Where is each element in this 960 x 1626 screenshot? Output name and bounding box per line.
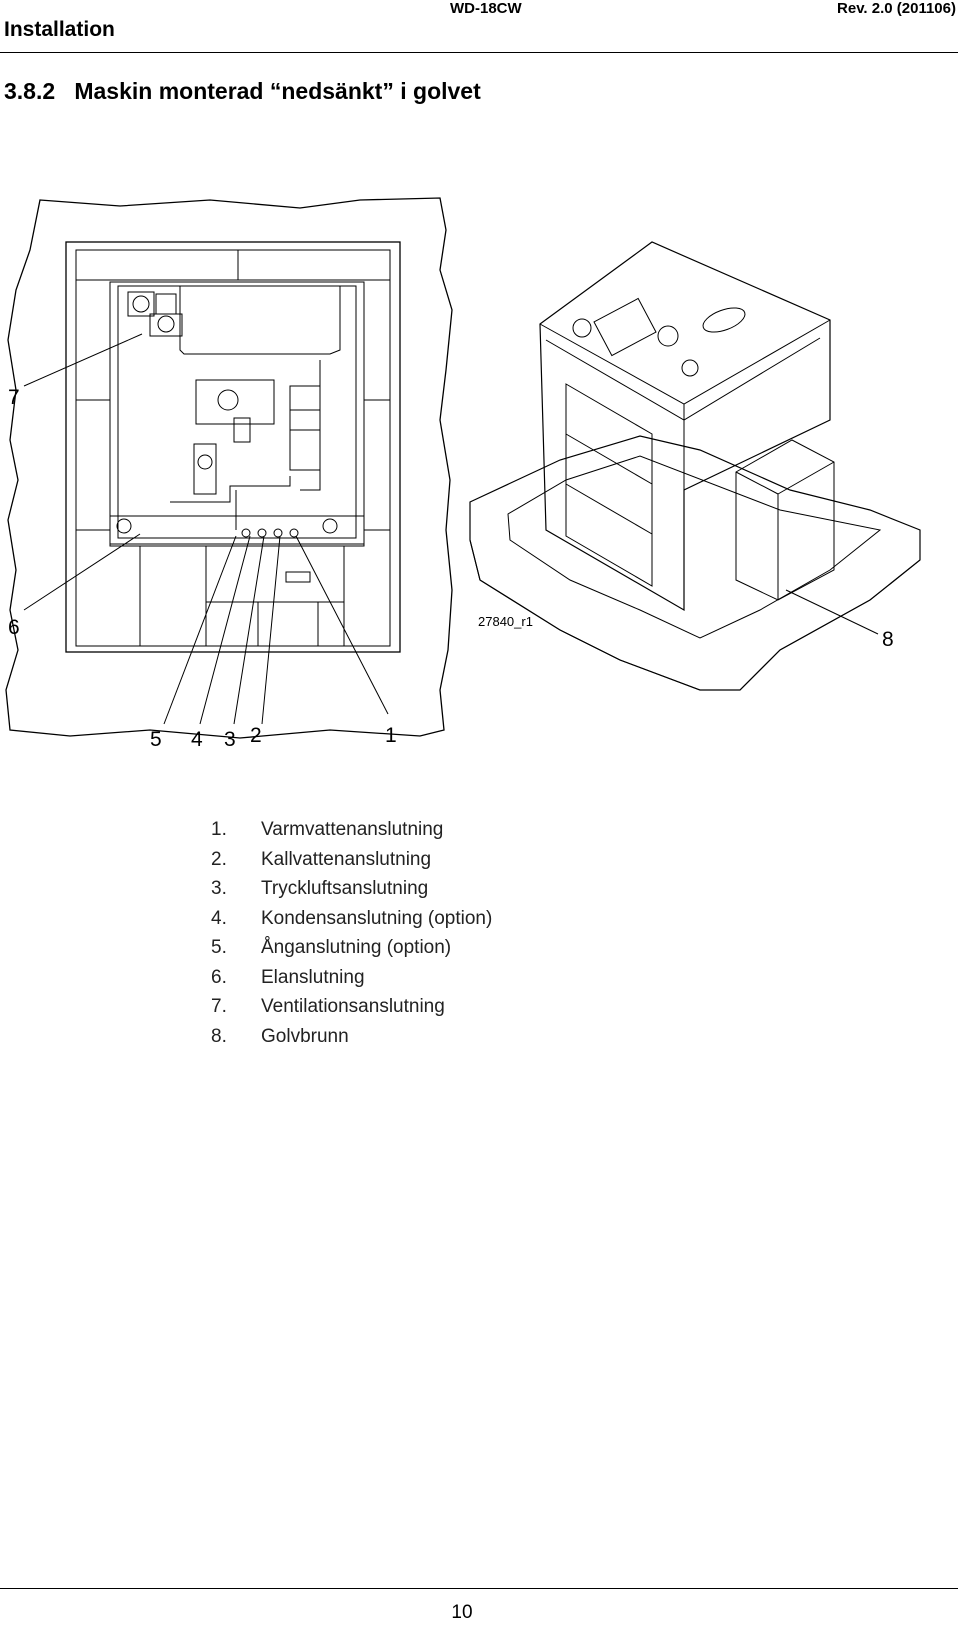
legend-number: 5.: [211, 937, 227, 958]
section-title: 3.8.2 Maskin monterad “nedsänkt” i golve…: [4, 78, 481, 104]
legend-number: 1.: [211, 819, 227, 840]
legend-list: 1. Varmvattenanslutning 2. Kallvattenans…: [211, 815, 492, 1051]
callout-6: 6: [8, 616, 20, 639]
legend-text: Ventilationsanslutning: [261, 996, 445, 1017]
legend-item: 7. Ventilationsanslutning: [211, 992, 492, 1022]
legend-item: 6. Elanslutning: [211, 963, 492, 993]
legend-item: 3. Tryckluftsanslutning: [211, 874, 492, 904]
legend-number: 6.: [211, 966, 227, 988]
callout-5: 5: [150, 728, 162, 751]
callout-2: 2: [250, 724, 262, 747]
header-rule: [0, 52, 958, 53]
header-model: WD-18CW: [450, 0, 522, 17]
legend-text: Tryckluftsanslutning: [261, 878, 429, 899]
footer-rule: [0, 1588, 958, 1589]
legend-item: 1. Varmvattenanslutning: [211, 815, 492, 845]
page-header: Installation WD-18CW Rev. 2.0 (201106): [0, 0, 960, 56]
callout-7: 7: [8, 386, 20, 409]
header-revision: Rev. 2.0 (201106): [837, 0, 956, 17]
callout-4: 4: [191, 728, 203, 751]
header-section: Installation: [4, 18, 115, 41]
legend-number: 2.: [211, 848, 227, 870]
legend-item: 4. Kondensanslutning (option): [211, 904, 492, 934]
callout-3: 3: [224, 728, 236, 751]
drawing-id: 27840_r1: [478, 614, 533, 629]
legend-item: 5. Ånganslutning (option): [211, 933, 492, 963]
callout-8: 8: [882, 628, 894, 651]
legend-text: Golvbrunn: [261, 1025, 349, 1047]
installation-drawing: 7 6 5 4 3 2 1 8 27840_r1: [5, 197, 921, 751]
legend-text: Varmvattenanslutning: [261, 819, 444, 840]
page-number: 10: [451, 1602, 473, 1623]
installation-figure: 7 6 5 4 3 2 1 8 27840_r1: [0, 190, 960, 790]
legend-number: 4.: [211, 907, 227, 929]
legend-number: 7.: [211, 996, 227, 1017]
legend-item: 8. Golvbrunn: [211, 1022, 492, 1052]
legend-number: 8.: [211, 1025, 227, 1047]
callout-1: 1: [385, 724, 397, 747]
legend-item: 2. Kallvattenanslutning: [211, 845, 492, 875]
legend-text: Ånganslutning (option): [261, 937, 452, 958]
legend-number: 3.: [211, 878, 227, 899]
legend-text: Elanslutning: [261, 966, 365, 988]
legend-text: Kallvattenanslutning: [261, 848, 432, 870]
legend-text: Kondensanslutning (option): [261, 907, 493, 929]
